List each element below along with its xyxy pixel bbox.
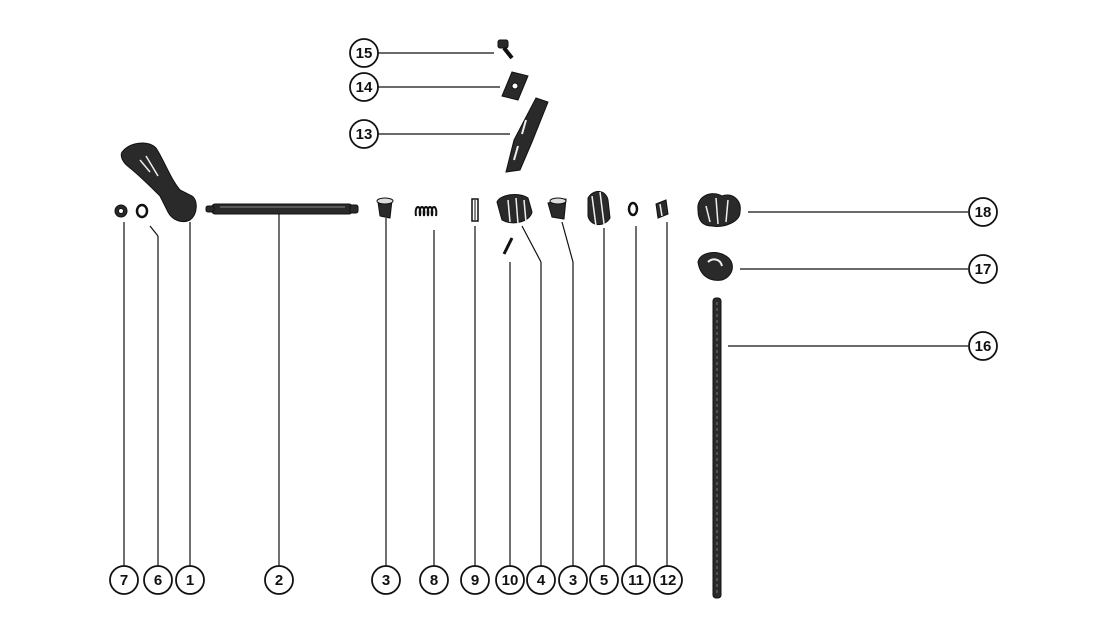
callout-9-label: 9 [471,572,479,589]
part-17-insert [697,252,733,281]
callout-7-label: 7 [120,572,128,589]
part-7-nut [114,204,128,218]
callout-12-label: 12 [660,572,677,589]
callout-6: 6 [143,565,173,595]
part-18-knob [697,193,741,227]
callout-8: 8 [419,565,449,595]
callout-14-label: 14 [356,79,373,96]
leader-4 [521,225,542,263]
callout-6-label: 6 [154,572,162,589]
callouts: 7 6 1 2 3 8 9 10 [109,38,998,595]
part-8-spring [414,206,438,217]
callout-8-label: 8 [430,572,438,589]
callout-3-left-label: 3 [382,572,390,589]
part-2-shift-shaft [205,203,359,215]
callout-16: 16 [968,331,998,361]
part-5-gear [587,191,611,227]
callout-9: 9 [460,565,490,595]
callout-3-right-label: 3 [569,572,577,589]
callout-13: 13 [349,119,379,149]
part-9-pin [471,198,479,222]
part-1-shift-lever [120,142,197,223]
part-11-washer [627,201,639,217]
part-6-washer [135,203,149,219]
parts-drawings [114,39,741,599]
callout-3-right: 3 [558,565,588,595]
callout-4-label: 4 [537,572,546,589]
callout-17: 17 [968,254,998,284]
callout-11-label: 11 [628,572,644,589]
leader-3b [561,221,574,263]
part-13-bracket [505,97,549,173]
callout-15-label: 15 [356,45,373,62]
callout-17-label: 17 [975,261,992,278]
leader-6 [149,225,159,237]
callout-14: 14 [349,72,379,102]
callout-10: 10 [495,565,525,595]
callout-10-label: 10 [502,572,519,589]
callout-11: 11 [621,565,651,595]
part-4-shift-spool [496,194,533,225]
callout-15: 15 [349,38,379,68]
part-3-bushing-right [547,197,567,220]
leader-lines [123,52,968,566]
callout-4: 4 [526,565,556,595]
callout-16-label: 16 [975,338,992,355]
callout-2-label: 2 [275,572,283,589]
callout-1-label: 1 [186,572,194,589]
part-15-screw [497,39,514,60]
part-10-roll-pin [502,237,514,255]
part-3-bushing-left [376,197,394,219]
callout-1: 1 [175,565,205,595]
callout-7: 7 [109,565,139,595]
callout-18-label: 18 [975,204,992,221]
callout-2: 2 [264,565,294,595]
part-14-plate [501,71,529,101]
part-16-rod [712,297,722,599]
part-12-nut [655,199,669,219]
callout-12: 12 [653,565,683,595]
callout-5: 5 [589,565,619,595]
callout-18: 18 [968,197,998,227]
callout-3-left: 3 [371,565,401,595]
callout-13-label: 13 [356,126,373,143]
callout-5-label: 5 [600,572,608,589]
